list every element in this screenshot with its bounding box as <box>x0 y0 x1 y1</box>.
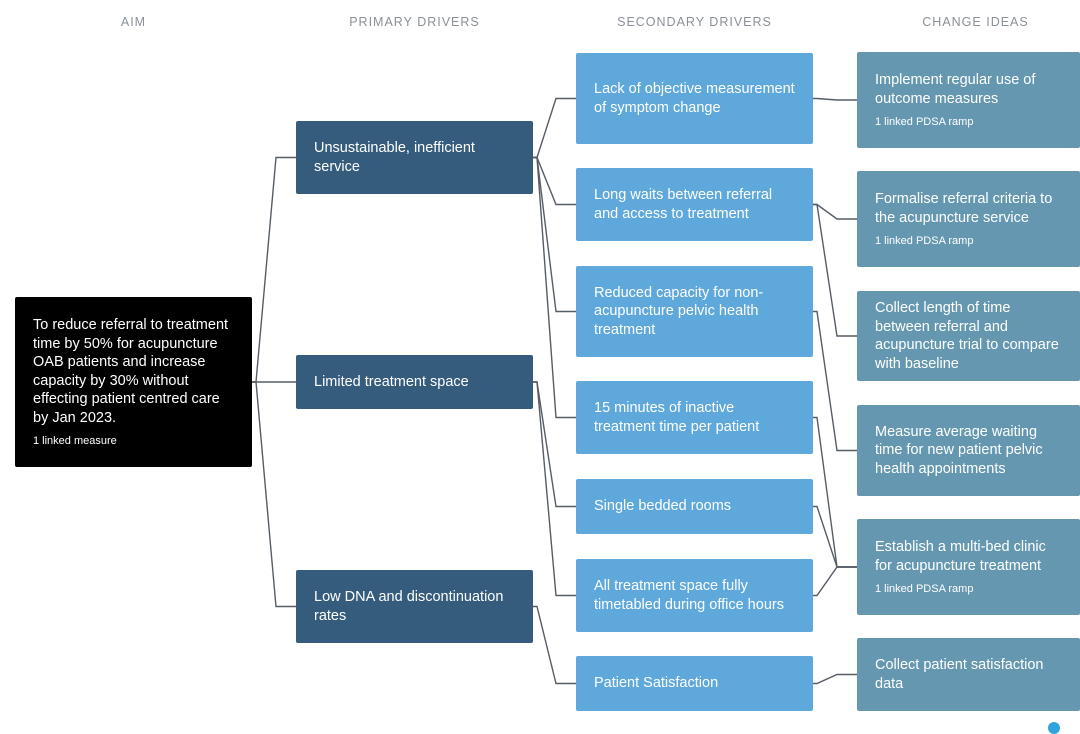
connector-line <box>252 156 296 383</box>
connector-line <box>813 673 857 685</box>
secondary-driver-text: Lack of objective measurement of symptom… <box>594 81 795 116</box>
connector-line <box>533 97 576 159</box>
secondary-driver-card[interactable]: Patient Satisfaction <box>576 656 813 711</box>
connector-line <box>533 381 576 597</box>
change-idea-text: Collect length of time between referral … <box>875 300 1059 372</box>
secondary-driver-card[interactable]: Single bedded rooms <box>576 479 813 534</box>
primary-driver-card[interactable]: Limited treatment space <box>296 355 533 409</box>
linked-pdsa-ramp-count: 1 linked PDSA ramp <box>875 235 974 247</box>
connector-line <box>813 203 857 220</box>
linked-pdsa-ramp-count: 1 linked PDSA ramp <box>875 116 974 128</box>
change-idea-text: Collect patient satisfaction data <box>875 657 1044 692</box>
secondary-driver-text: 15 minutes of inactive treatment time pe… <box>594 400 760 435</box>
connector-line <box>813 97 857 101</box>
change-idea-card[interactable]: Collect length of time between referral … <box>857 291 1080 381</box>
linked-pdsa-ramp-count: 1 linked PDSA ramp <box>875 583 974 595</box>
change-idea-text: Formalise referral criteria to the acupu… <box>875 191 1053 226</box>
secondary-driver-text: Long waits between referral and access t… <box>594 187 773 222</box>
linked-measure-count: 1 linked measure <box>33 435 117 447</box>
connector-line <box>533 156 576 419</box>
connector-line <box>813 505 857 568</box>
change-idea-card[interactable]: Collect patient satisfaction data <box>857 638 1080 711</box>
primary-driver-text: Limited treatment space <box>314 373 469 390</box>
aim-text: To reduce referral to treatment time by … <box>33 317 229 426</box>
change-idea-text: Establish a multi-bed clinic for acupunc… <box>875 539 1046 574</box>
change-idea-text: Implement regular use of outcome measure… <box>875 72 1036 107</box>
primary-driver-card[interactable]: Unsustainable, inefficient service <box>296 121 533 194</box>
change-idea-card[interactable]: Implement regular use of outcome measure… <box>857 52 1080 148</box>
secondary-driver-card[interactable]: Lack of objective measurement of symptom… <box>576 53 813 144</box>
column-header-secondary-drivers: SECONDARY DRIVERS <box>617 15 772 29</box>
primary-driver-card[interactable]: Low DNA and discontinuation rates <box>296 570 533 643</box>
connector-line <box>252 381 296 608</box>
column-header-aim: AIM <box>120 15 147 29</box>
secondary-driver-text: All treatment space fully timetabled dur… <box>594 578 784 613</box>
secondary-driver-card[interactable]: Long waits between referral and access t… <box>576 168 813 241</box>
primary-driver-text: Unsustainable, inefficient service <box>314 140 475 175</box>
change-idea-card[interactable]: Formalise referral criteria to the acupu… <box>857 171 1080 267</box>
secondary-driver-text: Reduced capacity for non-acupuncture pel… <box>594 284 764 338</box>
connector-line <box>533 605 576 685</box>
primary-driver-text: Low DNA and discontinuation rates <box>314 589 504 624</box>
secondary-driver-card[interactable]: 15 minutes of inactive treatment time pe… <box>576 381 813 454</box>
scroll-indicator-dot[interactable] <box>1048 722 1060 734</box>
secondary-driver-card[interactable]: All treatment space fully timetabled dur… <box>576 559 813 632</box>
connector-line <box>813 203 857 337</box>
change-idea-card[interactable]: Measure average waiting time for new pat… <box>857 405 1080 496</box>
column-header-primary-drivers: PRIMARY DRIVERS <box>349 15 480 29</box>
column-header-change-ideas: CHANGE IDEAS <box>922 15 1029 29</box>
connector-line <box>533 156 576 313</box>
secondary-driver-text: Single bedded rooms <box>594 498 732 515</box>
change-idea-card[interactable]: Establish a multi-bed clinic for acupunc… <box>857 519 1080 615</box>
connector-line <box>813 310 857 452</box>
connector-line <box>813 566 857 597</box>
aim-card[interactable]: To reduce referral to treatment time by … <box>15 297 252 467</box>
change-idea-text: Measure average waiting time for new pat… <box>875 423 1043 477</box>
secondary-driver-card[interactable]: Reduced capacity for non-acupuncture pel… <box>576 266 813 357</box>
secondary-driver-text: Patient Satisfaction <box>594 675 719 692</box>
